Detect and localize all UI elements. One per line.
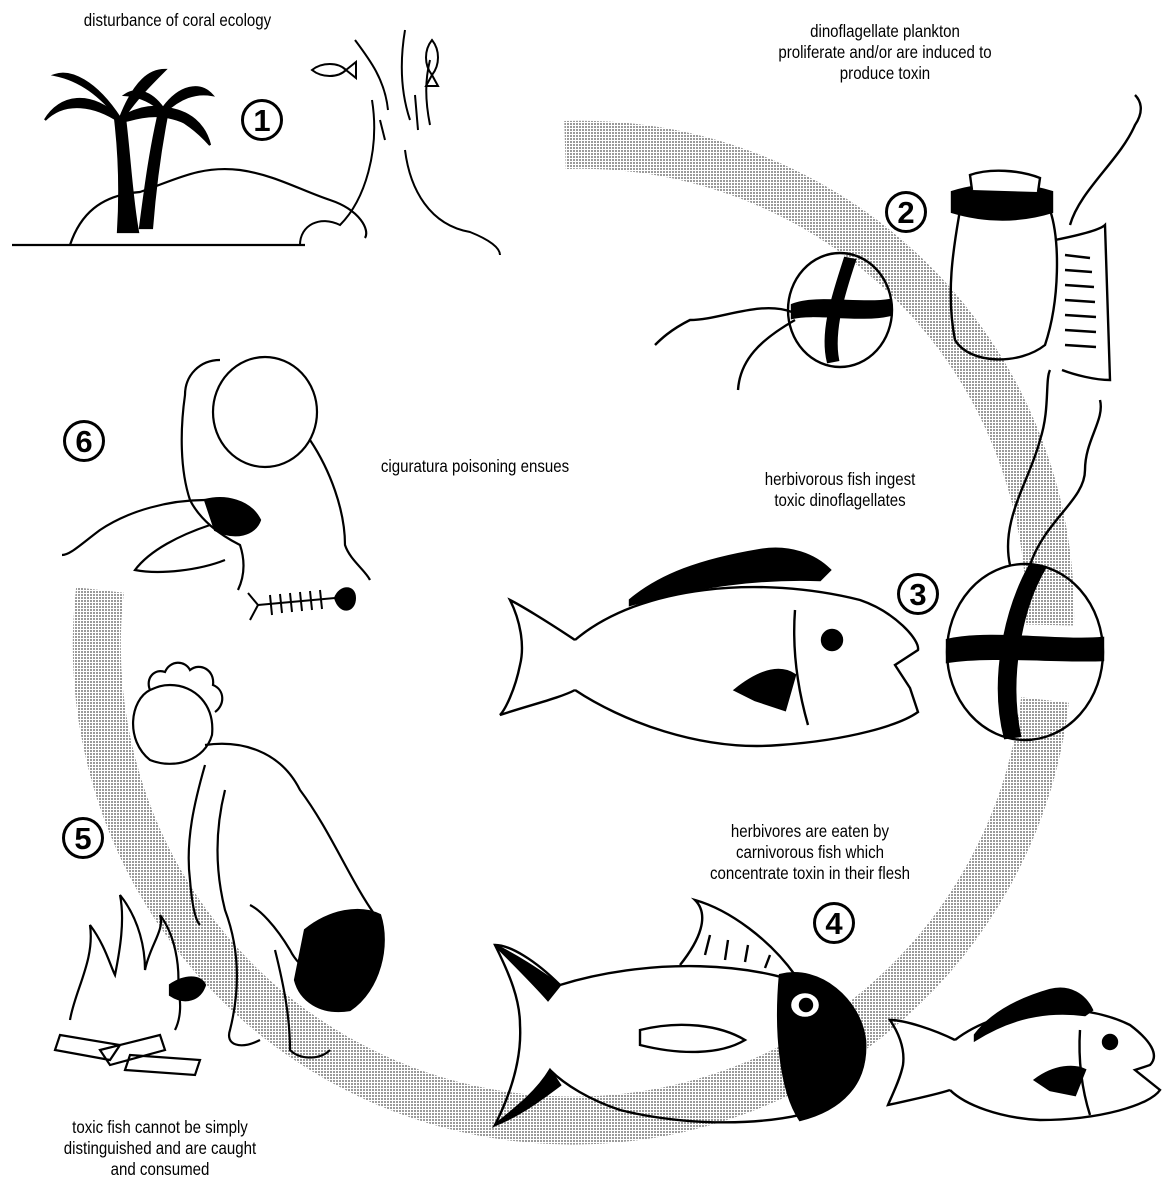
caption-line: carnivorous fish which bbox=[672, 842, 947, 863]
caption-line: disturbance of coral ecology bbox=[25, 10, 330, 31]
crouching-person-icon bbox=[62, 357, 370, 590]
tree-splash-icon bbox=[300, 30, 500, 255]
step-6-caption: ciguratura poisoning ensues bbox=[342, 456, 609, 477]
caption-line: distinguished and are caught bbox=[31, 1138, 289, 1159]
caption-line: produce toxin bbox=[735, 63, 1036, 84]
step-5-number: 5 bbox=[62, 817, 104, 859]
fish-skeleton-icon bbox=[248, 588, 355, 620]
herbivorous-fish-icon bbox=[888, 989, 1160, 1120]
step-5-caption: toxic fish cannot be simply distinguishe… bbox=[31, 1117, 289, 1180]
palm-tree-island-icon bbox=[12, 70, 366, 245]
step-1-caption: disturbance of coral ecology bbox=[25, 10, 330, 31]
caption-line: toxic dinoflagellates bbox=[711, 490, 969, 511]
caption-line: herbivorous fish ingest bbox=[711, 469, 969, 490]
step-4-caption: herbivores are eaten by carnivorous fish… bbox=[672, 821, 947, 884]
herbivorous-fish-icon bbox=[500, 549, 918, 746]
step-1-number: 1 bbox=[241, 99, 283, 141]
caption-line: and consumed bbox=[31, 1159, 289, 1180]
caption-line: dinoflagellate plankton bbox=[735, 21, 1036, 42]
step-2-number: 2 bbox=[885, 191, 927, 233]
caption-line: concentrate toxin in their flesh bbox=[672, 863, 947, 884]
step-2-caption: dinoflagellate plankton proliferate and/… bbox=[735, 21, 1036, 84]
caption-line: proliferate and/or are induced to bbox=[735, 42, 1036, 63]
caption-line: ciguratura poisoning ensues bbox=[342, 456, 609, 477]
caption-line: toxic fish cannot be simply bbox=[31, 1117, 289, 1138]
step-6-number: 6 bbox=[63, 420, 105, 462]
step-3-number: 3 bbox=[897, 573, 939, 615]
step-3-caption: herbivorous fish ingest toxic dinoflagel… bbox=[711, 469, 969, 511]
step-4-number: 4 bbox=[813, 902, 855, 944]
caption-line: herbivores are eaten by bbox=[672, 821, 947, 842]
